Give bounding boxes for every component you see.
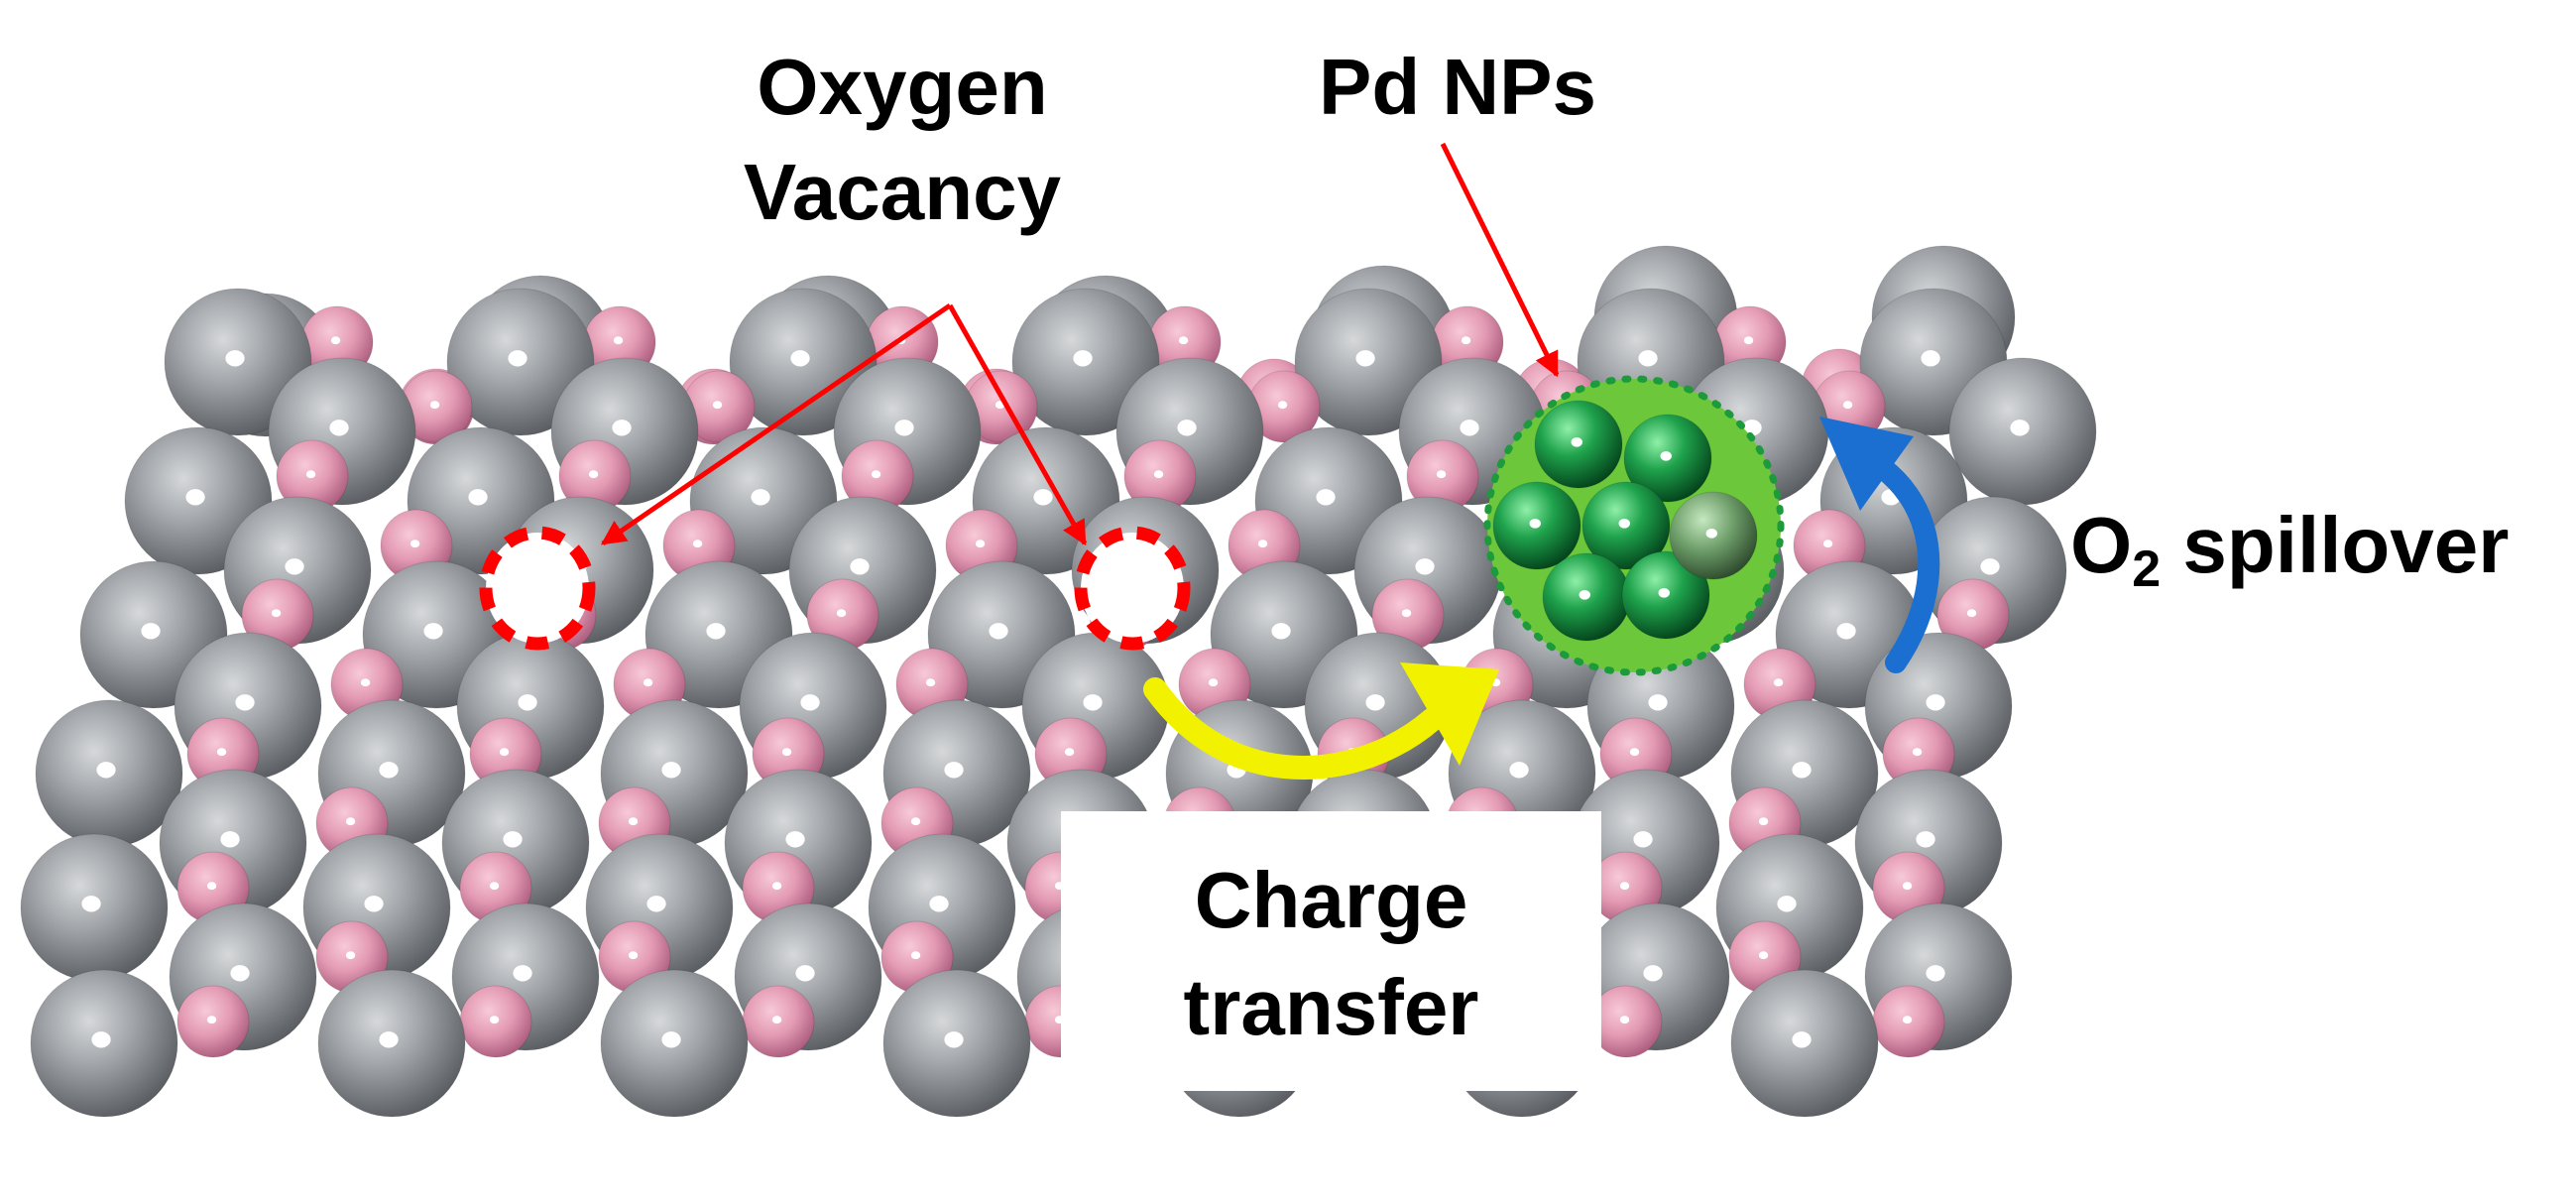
vacancy-pointer-left (600, 302, 952, 546)
charge-transfer-arrow (1143, 677, 1445, 780)
pd-atom (1534, 400, 1623, 489)
pd-atom (1492, 481, 1581, 570)
oxygen-atom (682, 370, 756, 443)
oxygen-atom (459, 985, 532, 1058)
pd-pointer (1440, 142, 1560, 378)
oxygen-vacancy-line1: Oxygen (757, 43, 1048, 131)
support-atom (1730, 969, 1879, 1118)
spillover-arrowhead (1819, 417, 1914, 511)
oxygen-atom (841, 439, 914, 513)
oxygen-atom (1872, 985, 1945, 1058)
charge-transfer-line2: transfer (1183, 963, 1479, 1051)
o2-spillover-label: O2 spillover (2070, 506, 2509, 598)
atom-lattice (20, 245, 2097, 1118)
pd-atom (1621, 550, 1710, 640)
annotation-overlay (479, 142, 1940, 780)
support-atom (446, 288, 595, 436)
charge-transfer-arrowhead (1400, 662, 1499, 766)
support-atom (317, 969, 466, 1118)
charge-transfer-box (1061, 811, 1601, 1091)
oxygen-atom (742, 985, 815, 1058)
oxygen-atom (176, 985, 250, 1058)
support-atom (1948, 357, 2097, 506)
oxygen-vacancy-marker (479, 526, 596, 651)
support-atom (882, 969, 1031, 1118)
oxygen-vacancy-marker (1074, 526, 1191, 651)
pd-nanoparticle (1483, 375, 1785, 676)
o2-spillover-text: spillover (2161, 501, 2510, 589)
vacancy-pointer-right (947, 303, 1088, 546)
support-atom (729, 288, 878, 436)
pd-atom (1669, 491, 1758, 580)
pd-nps-label: Pd NPs (1318, 43, 1597, 131)
pd-atom (1581, 481, 1671, 570)
support-atom (600, 969, 749, 1118)
oxygen-vacancy-line2: Vacancy (743, 148, 1062, 236)
support-atom (164, 288, 312, 436)
o2-spillover-o: O (2070, 501, 2133, 589)
oxygen-atom (1406, 439, 1479, 513)
support-atom (1011, 288, 1160, 436)
oxygen-atom (276, 439, 349, 513)
o2-spillover-subscript: 2 (2132, 541, 2162, 598)
charge-transfer-line1: Charge (1194, 856, 1468, 944)
support-atom (30, 969, 178, 1118)
oxygen-vacancy-label: Oxygen Vacancy (684, 48, 1120, 258)
support-atom (35, 699, 183, 848)
charge-transfer-label: Charge transfer (1061, 861, 1601, 1075)
support-atom (20, 833, 169, 982)
pd-atom (1542, 552, 1631, 642)
spillover-arrow (1853, 445, 1940, 673)
support-atom (1294, 288, 1443, 436)
pd-atom (1623, 414, 1712, 503)
